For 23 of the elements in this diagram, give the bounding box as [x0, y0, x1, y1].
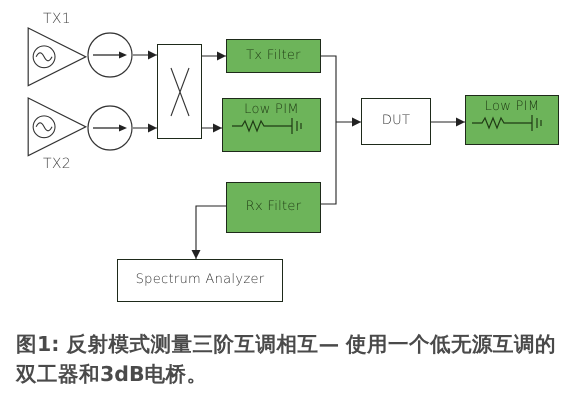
amplifier-label: TX1 [43, 12, 71, 28]
arrow [133, 124, 157, 132]
arrow [202, 124, 222, 132]
process-box [361, 98, 431, 145]
arrow [202, 52, 226, 60]
arrow [431, 118, 465, 126]
node-label: Tx Filter [246, 48, 301, 64]
node-label: DUT [382, 114, 410, 129]
arrow [133, 50, 157, 60]
node-label: Low PIM [244, 103, 299, 118]
node-label: Spectrum Analyzer [136, 273, 264, 288]
amplifier-label: TX2 [43, 156, 71, 172]
filter-box [226, 39, 321, 73]
node-label: Low PIM [484, 100, 540, 114]
arrow [192, 205, 226, 259]
filter-box [222, 98, 321, 152]
figure-caption: 图1: 反射模式测量三阶互调相互— 使用一个低无源互调的双工器和3dB电桥。 [16, 331, 558, 388]
filter-box [465, 95, 559, 145]
process-box [117, 259, 283, 302]
filter-box [226, 182, 321, 233]
arrow [321, 118, 361, 205]
hybrid-coupler-box [157, 44, 202, 139]
node-label: Rx Filter [246, 200, 302, 215]
